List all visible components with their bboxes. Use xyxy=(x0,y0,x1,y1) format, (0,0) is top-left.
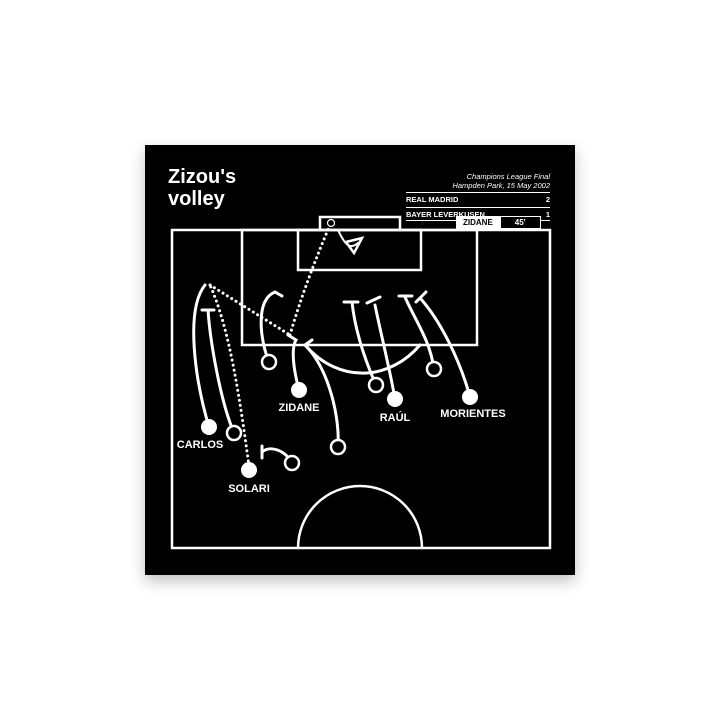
runs xyxy=(192,229,472,465)
players xyxy=(201,382,478,478)
player-marker-morientes xyxy=(462,389,478,405)
player-label: MORIENTES xyxy=(440,408,505,420)
poster-title: Zizou's volley xyxy=(168,166,237,210)
opponent-marker xyxy=(367,376,385,394)
centre-arc xyxy=(296,484,424,550)
opponent-marker xyxy=(425,360,443,378)
scorer-minute: 45' xyxy=(499,216,541,229)
player-label: RAÚL xyxy=(380,411,411,424)
pass-solari-carlos xyxy=(208,283,251,468)
team-name: REAL MADRID xyxy=(406,195,459,204)
ball-icon xyxy=(326,218,336,228)
player-label: CARLOS xyxy=(177,439,223,451)
team-score: 2 xyxy=(545,195,550,204)
score-row: REAL MADRID 2 xyxy=(406,192,550,205)
opponents xyxy=(225,353,443,472)
player-label: SOLARI xyxy=(228,483,270,495)
six-yard-box xyxy=(296,228,423,272)
competition: Champions League Final xyxy=(466,172,550,181)
ball-paths xyxy=(208,223,332,468)
pitch-lines xyxy=(170,215,552,550)
opponent-marker xyxy=(329,438,347,456)
opponent-marker xyxy=(260,353,278,371)
venue-date: Hampden Park, 15 May 2002 xyxy=(452,181,550,190)
player-label: ZIDANE xyxy=(279,402,320,414)
player-marker-solari xyxy=(241,462,257,478)
player-marker-raul xyxy=(387,391,403,407)
pitch-outline xyxy=(170,228,552,550)
goalkeeper-icon xyxy=(343,236,365,256)
team-name: BAYER LEVERKUSEN xyxy=(406,210,485,219)
opponent-marker xyxy=(283,454,301,472)
goal xyxy=(318,215,402,232)
scorer-box: ZIDANE 45' xyxy=(456,216,541,229)
team-score: 1 xyxy=(545,210,550,219)
scorer-name: ZIDANE xyxy=(456,216,500,229)
cross-carlos-zidane xyxy=(208,283,292,337)
volley-shot xyxy=(288,223,332,337)
player-marker-carlos xyxy=(201,419,217,435)
opponent-marker xyxy=(225,424,243,442)
player-marker-zidane xyxy=(291,382,307,398)
